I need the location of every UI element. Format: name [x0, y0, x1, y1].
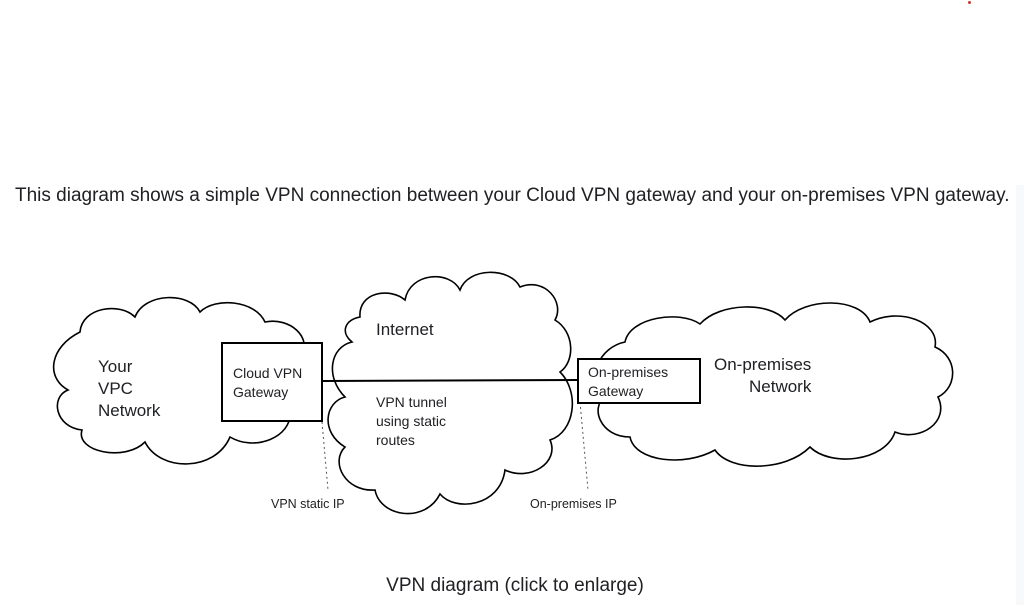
- onprem-gateway-label-line-2: Gateway: [588, 383, 643, 399]
- vpn-static-ip-leader: [321, 421, 329, 491]
- onprem-network-cloud: [594, 302, 954, 467]
- tunnel-label-line-3: routes: [376, 432, 415, 448]
- onprem-network-label-line-2: Network: [749, 377, 812, 396]
- vpn-diagram-link[interactable]: Your VPC Network Cloud VPN Gateway Inter…: [40, 262, 970, 537]
- onprem-ip-leader: [579, 401, 589, 491]
- cloud-gateway-label-line-1: Cloud VPN: [233, 365, 302, 381]
- tunnel-label-line-2: using static: [376, 413, 446, 429]
- internet-label: Internet: [376, 320, 434, 339]
- onprem-network-label-line-1: On-premises: [714, 355, 811, 374]
- internet-cloud: [327, 271, 574, 515]
- onprem-ip-label: On-premises IP: [530, 497, 617, 511]
- page-edge: [1016, 185, 1024, 605]
- vpn-static-ip-label: VPN static IP: [271, 497, 345, 511]
- notification-dot: [968, 1, 971, 4]
- cloud-gateway-label-line-2: Gateway: [233, 384, 288, 400]
- vpc-label-line-1: Your: [98, 357, 133, 376]
- vpn-tunnel-line: [321, 379, 579, 382]
- cloud-vpn-gateway-box: [221, 342, 323, 422]
- tunnel-label-line-1: VPN tunnel: [376, 394, 447, 410]
- onprem-gateway-label-line-1: On-premises: [588, 364, 668, 380]
- vpn-diagram: Your VPC Network Cloud VPN Gateway Inter…: [52, 271, 954, 515]
- diagram-caption: VPN diagram (click to enlarge): [386, 575, 644, 596]
- vpc-label-line-2: VPC: [98, 379, 133, 398]
- intro-paragraph: This diagram shows a simple VPN connecti…: [15, 185, 1010, 206]
- vpc-label-line-3: Network: [98, 401, 161, 420]
- onprem-gateway-box: [577, 358, 701, 404]
